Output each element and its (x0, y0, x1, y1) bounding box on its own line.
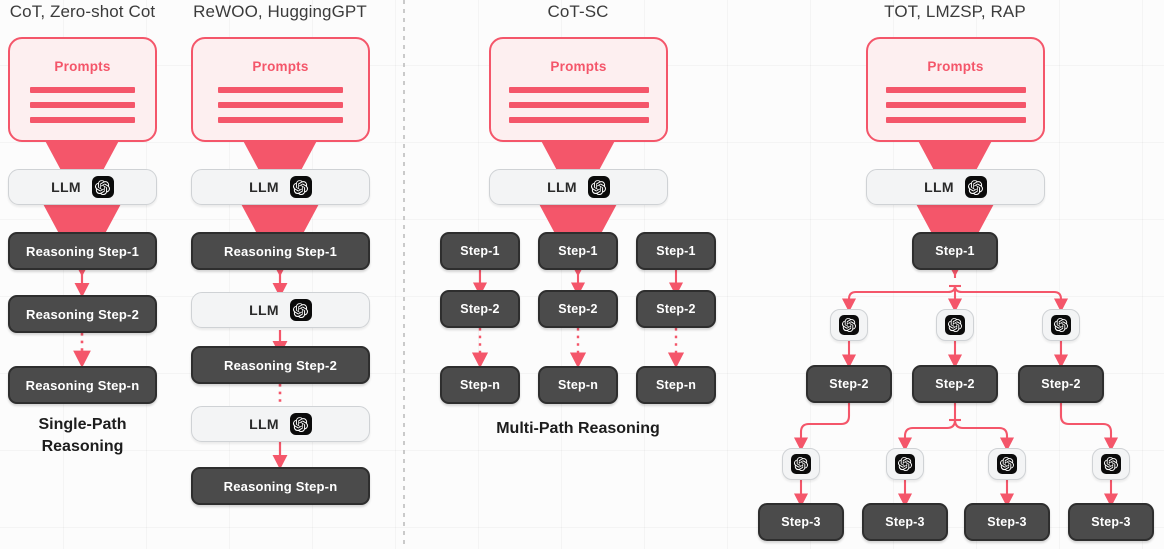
prompts-label: Prompts (927, 59, 984, 74)
llm-mini-node (830, 309, 868, 341)
prompt-line (218, 87, 343, 93)
prompt-line (508, 87, 649, 93)
llm-node-rewoo-3: LLM (191, 406, 370, 442)
prompts-card-cotsc: Prompts (489, 37, 668, 142)
openai-logo-icon (587, 176, 610, 198)
caption-multi-path: Multi-Path Reasoning (496, 420, 660, 437)
panel-title-rewoo: ReWOO, HuggingGPT (193, 2, 367, 21)
step-box: Step-1 (440, 232, 520, 270)
prompt-line (30, 102, 135, 108)
step-box: Reasoning Step-2 (191, 346, 370, 384)
openai-logo-icon (289, 413, 312, 435)
panel-title-cot: CoT, Zero-shot Cot (9, 2, 156, 21)
llm-label: LLM (249, 179, 279, 195)
caption-single-path: Single-Path Reasoning (38, 416, 127, 455)
openai-logo-icon (289, 299, 312, 321)
step-box: Step-3 (758, 503, 844, 541)
step-box: Step-n (538, 366, 618, 404)
openai-logo-icon (1051, 315, 1071, 335)
step-box: Step-2 (1018, 365, 1104, 403)
step-box: Reasoning Step-1 (8, 232, 157, 270)
prompt-line (30, 117, 135, 123)
llm-label: LLM (547, 179, 577, 195)
step-box: Reasoning Step-2 (8, 295, 157, 333)
llm-node-cot: LLM (8, 169, 157, 205)
prompt-lines (193, 87, 368, 123)
llm-label: LLM (924, 179, 954, 195)
prompt-line (885, 87, 1026, 93)
step-box: Step-3 (862, 503, 948, 541)
step-box: Reasoning Step-n (191, 467, 370, 505)
prompts-label: Prompts (252, 59, 309, 74)
openai-logo-icon (289, 176, 312, 198)
llm-mini-node (988, 448, 1026, 480)
prompt-line (885, 117, 1026, 123)
step-box: Step-n (636, 366, 716, 404)
prompt-line (218, 102, 343, 108)
step-box: Step-2 (806, 365, 892, 403)
step-box: Step-2 (440, 290, 520, 328)
prompt-line (30, 87, 135, 93)
prompts-card-tot: Prompts (866, 37, 1045, 142)
llm-node-cotsc: LLM (489, 169, 668, 205)
panel-title-cotsc: CoT-SC (547, 2, 609, 21)
panel-title-tot: TOT, LMZSP, RAP (884, 2, 1026, 21)
prompt-line (508, 117, 649, 123)
prompt-lines (868, 87, 1043, 123)
openai-logo-icon (1101, 454, 1121, 474)
llm-node-rewoo-2: LLM (191, 292, 370, 328)
openai-logo-icon (91, 176, 114, 198)
prompt-lines (10, 87, 155, 123)
llm-node-tot: LLM (866, 169, 1045, 205)
openai-logo-icon (895, 454, 915, 474)
step-box: Reasoning Step-n (8, 366, 157, 404)
llm-label: LLM (249, 416, 279, 432)
openai-logo-icon (964, 176, 987, 198)
step-box: Step-1 (912, 232, 998, 270)
step-box: Step-n (440, 366, 520, 404)
step-box: Step-3 (1068, 503, 1154, 541)
llm-label: LLM (51, 179, 81, 195)
prompt-line (508, 102, 649, 108)
llm-mini-node (886, 448, 924, 480)
step-box: Step-1 (636, 232, 716, 270)
openai-logo-icon (997, 454, 1017, 474)
step-box: Step-2 (538, 290, 618, 328)
step-box: Step-2 (912, 365, 998, 403)
llm-mini-node (936, 309, 974, 341)
prompts-card-rewoo: Prompts (191, 37, 370, 142)
openai-logo-icon (839, 315, 859, 335)
step-box: Step-1 (538, 232, 618, 270)
prompt-line (885, 102, 1026, 108)
llm-mini-node (782, 448, 820, 480)
prompts-label: Prompts (54, 59, 111, 74)
openai-logo-icon (791, 454, 811, 474)
step-box: Reasoning Step-1 (191, 232, 370, 270)
prompt-lines (491, 87, 666, 123)
llm-label: LLM (249, 302, 279, 318)
prompts-card-cot: Prompts (8, 37, 157, 142)
llm-node-rewoo-1: LLM (191, 169, 370, 205)
step-box: Step-3 (964, 503, 1050, 541)
llm-mini-node (1042, 309, 1080, 341)
prompts-label: Prompts (550, 59, 607, 74)
prompt-line (218, 117, 343, 123)
step-box: Step-2 (636, 290, 716, 328)
llm-mini-node (1092, 448, 1130, 480)
openai-logo-icon (945, 315, 965, 335)
